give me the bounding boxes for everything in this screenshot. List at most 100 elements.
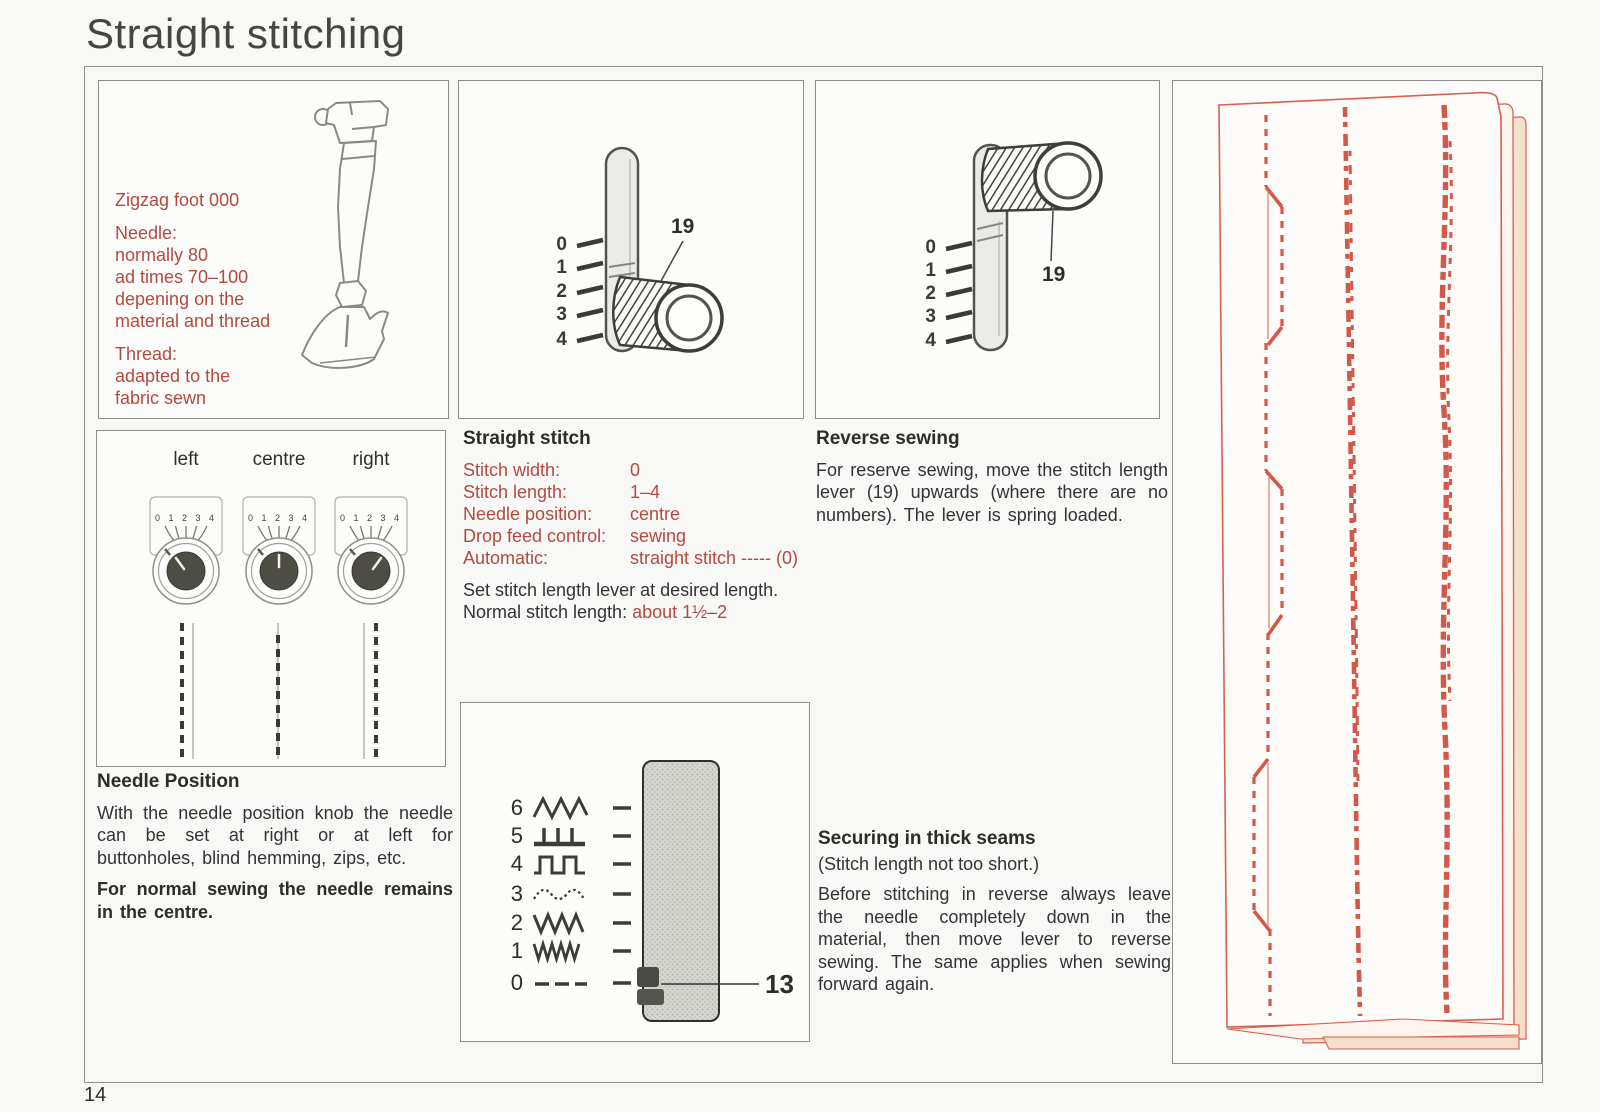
- reverse-sewing-heading: Reverse sewing: [816, 428, 960, 449]
- stitch-pattern-5-icon: [534, 828, 585, 847]
- needle-position-dials-icon: left 0 1 2 3 4 centre 0: [149, 449, 408, 759]
- row-number: 0: [511, 970, 523, 995]
- lever-scale: 0 1 2 3 4: [925, 237, 973, 351]
- note-value: about 1½–2: [632, 602, 728, 622]
- row-number: 4: [511, 851, 523, 876]
- fabric-sample-box: [1172, 80, 1542, 1064]
- scale-number: 0: [925, 237, 936, 258]
- securing-subheading: (Stitch length not too short.): [818, 853, 1040, 874]
- scale-number: 4: [556, 329, 567, 350]
- reverse-knob-icon: [980, 141, 1103, 213]
- spec-label: Needle position:: [463, 503, 593, 524]
- presser-foot-box: Zigzag foot 000 Needle: normally 80 ad t…: [98, 80, 449, 419]
- zigzag-foot-icon: [301, 100, 389, 369]
- row-number: 5: [511, 823, 523, 848]
- dial-label: centre: [253, 449, 306, 470]
- scale-number: 1: [925, 260, 936, 281]
- lever-scale: 0 1 2 3 4: [556, 234, 604, 350]
- stitch-length-notes: Set stitch length lever at desired lengt…: [463, 579, 813, 624]
- needle-heading: Needle:: [115, 223, 178, 243]
- note-line: Normal stitch length: about 1½–2: [463, 601, 813, 624]
- stitch-length-lever-box: 0 1 2 3 4 19: [458, 80, 804, 419]
- spec-row: Stitch width: 0: [463, 459, 813, 481]
- pattern-selector-box: 6 5 4 3 2 1 0: [460, 702, 810, 1042]
- dial-left: left 0 1 2 3 4: [149, 449, 223, 759]
- selector-row-numbers: 6 5 4 3 2 1 0: [511, 795, 523, 995]
- selector-track: [642, 760, 720, 1022]
- stitch-pattern-6-icon: [532, 795, 589, 821]
- reverse-sewing-body: For reserve sewing, move the stitch leng…: [816, 459, 1168, 525]
- row-number: 3: [511, 881, 523, 906]
- stitch-line-dense: [1439, 104, 1453, 1014]
- scale-number: 2: [925, 283, 936, 304]
- ref-label-13: 13: [765, 969, 794, 999]
- reverse-lever-icon: 0 1 2 3 4 19: [925, 141, 1103, 352]
- ref-label-19: 19: [671, 215, 694, 238]
- stitch-length-lever-icon: 0 1 2 3 4 19: [556, 146, 724, 353]
- reverse-sewing-section: Reverse sewing For reserve sewing, move …: [816, 428, 1168, 526]
- scale-number: 2: [556, 281, 567, 302]
- row-number: 6: [511, 795, 523, 820]
- stitch-pattern-1-icon: [532, 939, 581, 964]
- needle-line: material and thread: [115, 311, 271, 331]
- lever-knob-icon: [612, 275, 724, 353]
- dial-label: right: [353, 449, 391, 470]
- spec-value: centre: [630, 503, 681, 524]
- page-title: Straight stitching: [86, 10, 406, 57]
- stitch-pattern-3-icon: [532, 888, 586, 901]
- presser-foot-specs: Zigzag foot 000 Needle: normally 80 ad t…: [115, 189, 270, 409]
- row-number: 1: [511, 938, 523, 963]
- securing-section: Securing in thick seams (Stitch length n…: [818, 828, 1171, 996]
- stitch-line-medium: [1342, 106, 1363, 1017]
- spec-row: Drop feed control: sewing: [463, 525, 813, 547]
- spec-label: Automatic:: [463, 547, 549, 568]
- needle-position-box: left 0 1 2 3 4 centre 0: [96, 430, 446, 767]
- foot-caption: Zigzag foot 000: [115, 190, 240, 210]
- straight-stitch-specs: Stitch width: 0 Stitch length: 1–4 Needl…: [463, 459, 813, 569]
- note-line: Set stitch length lever at desired lengt…: [463, 579, 779, 600]
- dial-scale: 0 1 2 3 4: [155, 513, 217, 523]
- thread-line: fabric sewn: [115, 388, 207, 408]
- stitch-pattern-4-icon: [534, 855, 585, 875]
- thread-line: adapted to the: [115, 366, 231, 386]
- needle-position-heading: Needle Position: [97, 771, 240, 792]
- ref-label-19: 19: [1042, 263, 1065, 286]
- straight-stitch-heading: Straight stitch: [463, 428, 591, 449]
- content-frame: [84, 66, 1543, 1083]
- stitch-line-loops: [1252, 115, 1284, 1016]
- dial-right: right 0 1 2 3 4: [334, 449, 408, 759]
- thread-heading: Thread:: [115, 344, 178, 364]
- scale-number: 1: [556, 257, 567, 278]
- securing-body: Before stitching in reverse always leave…: [818, 884, 1171, 994]
- scale-number: 3: [556, 304, 567, 325]
- spec-row: Stitch length: 1–4: [463, 481, 813, 503]
- scale-number: 0: [556, 234, 567, 255]
- needle-line: ad times 70–100: [115, 267, 249, 287]
- needle-position-bold-note: For normal sewing the needle remains in …: [97, 879, 453, 922]
- pattern-selector-icon: 6 5 4 3 2 1 0: [511, 760, 794, 1022]
- straight-stitch-section: Straight stitch Stitch width: 0 Stitch l…: [463, 428, 813, 624]
- spec-row: Automatic: straight stitch ----- (0): [463, 547, 813, 569]
- securing-heading: Securing in thick seams: [818, 828, 1036, 849]
- spec-value: 1–4: [630, 481, 661, 502]
- spec-label: Stitch length:: [463, 481, 568, 502]
- needle-line: depening on the: [115, 289, 245, 309]
- scale-number: 4: [925, 330, 936, 351]
- spec-value: sewing: [630, 525, 687, 546]
- selector-knob-icon: [637, 967, 664, 1005]
- spec-label: Stitch width:: [463, 459, 561, 480]
- dial-scale: 0 1 2 3 4: [248, 513, 310, 523]
- page-number: 14: [84, 1084, 107, 1106]
- needle-line: normally 80: [115, 245, 209, 265]
- note-label: Normal stitch length:: [463, 602, 628, 622]
- needle-position-section: Needle Position With the needle position…: [97, 771, 453, 923]
- fabric-stitching-illustration: [1218, 91, 1527, 1050]
- fabric-layers: [1218, 91, 1527, 1050]
- spec-label: Drop feed control:: [463, 525, 607, 546]
- dial-scale: 0 1 2 3 4: [340, 513, 402, 523]
- dial-centre: centre 0 1 2 3 4: [242, 449, 316, 759]
- spec-value: straight stitch ----- (0): [630, 547, 799, 568]
- reverse-lever-box: 0 1 2 3 4 19: [815, 80, 1160, 419]
- selector-ticks: [613, 806, 631, 985]
